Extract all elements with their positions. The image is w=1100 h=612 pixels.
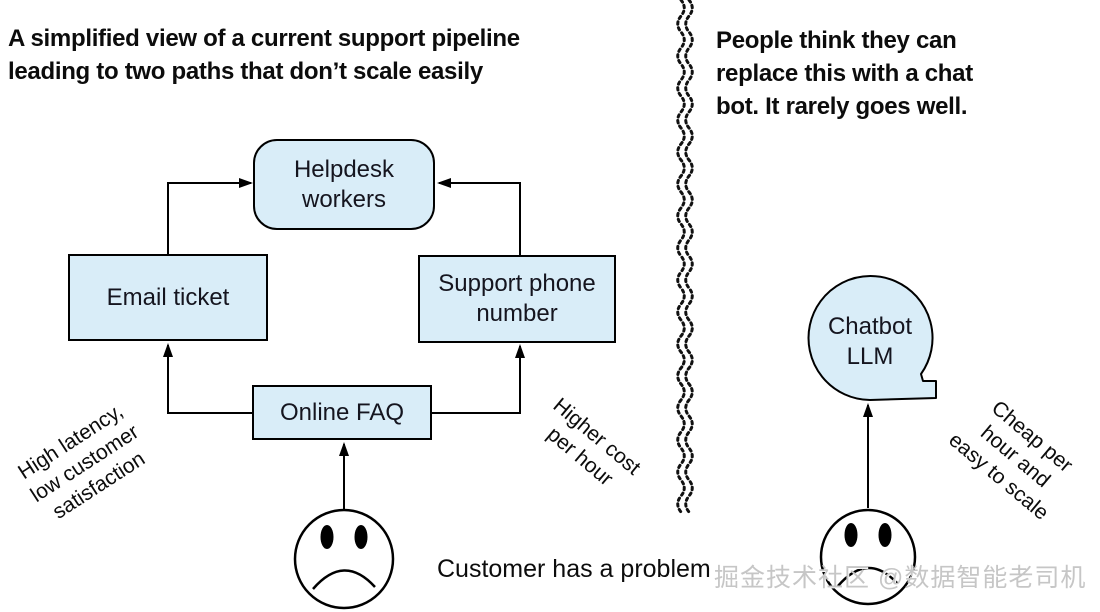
right-headline-line2: replace this with a chat — [716, 60, 973, 87]
left-headline-line1: A simplified view of a current support p… — [8, 25, 520, 52]
node-email-ticket-label: Email ticket — [106, 283, 230, 311]
connector-email-to-helpdesk — [167, 178, 253, 254]
chatbot-speech-bubble — [807, 275, 937, 401]
left-headline-line2: leading to two paths that don’t scale ea… — [8, 58, 483, 85]
chatbot-llm-label: Chatbot LLM — [827, 313, 913, 370]
node-online-faq-label: Online FAQ — [279, 398, 405, 426]
right-headline-line3: bot. It rarely goes well. — [716, 93, 968, 120]
connector-phone-to-helpdesk — [437, 178, 521, 255]
watermark-text: 掘金技术社区 @数据智能老司机 — [714, 564, 1087, 592]
node-helpdesk-workers: Helpdesk workers — [253, 139, 435, 230]
sad-face-customer-right-icon — [819, 508, 917, 606]
node-helpdesk-workers-label: Helpdesk workers — [293, 155, 395, 213]
node-support-phone: Support phone number — [418, 255, 616, 343]
node-support-phone-label: Support phone number — [438, 270, 596, 327]
node-email-ticket: Email ticket — [68, 254, 268, 341]
connector-faq-to-email — [163, 343, 252, 414]
section-divider-wavy-line — [676, 0, 694, 514]
connector-faq-to-phone — [432, 344, 525, 414]
right-headline-line1: People think they can — [716, 27, 957, 54]
sad-face-customer-left-icon — [293, 508, 395, 610]
left-headline: A simplified view of a current support p… — [8, 22, 628, 88]
customer-problem-caption: Customer has a problem — [437, 555, 711, 583]
right-headline: People think they can replace this with … — [716, 24, 1046, 123]
node-online-faq: Online FAQ — [252, 385, 432, 440]
